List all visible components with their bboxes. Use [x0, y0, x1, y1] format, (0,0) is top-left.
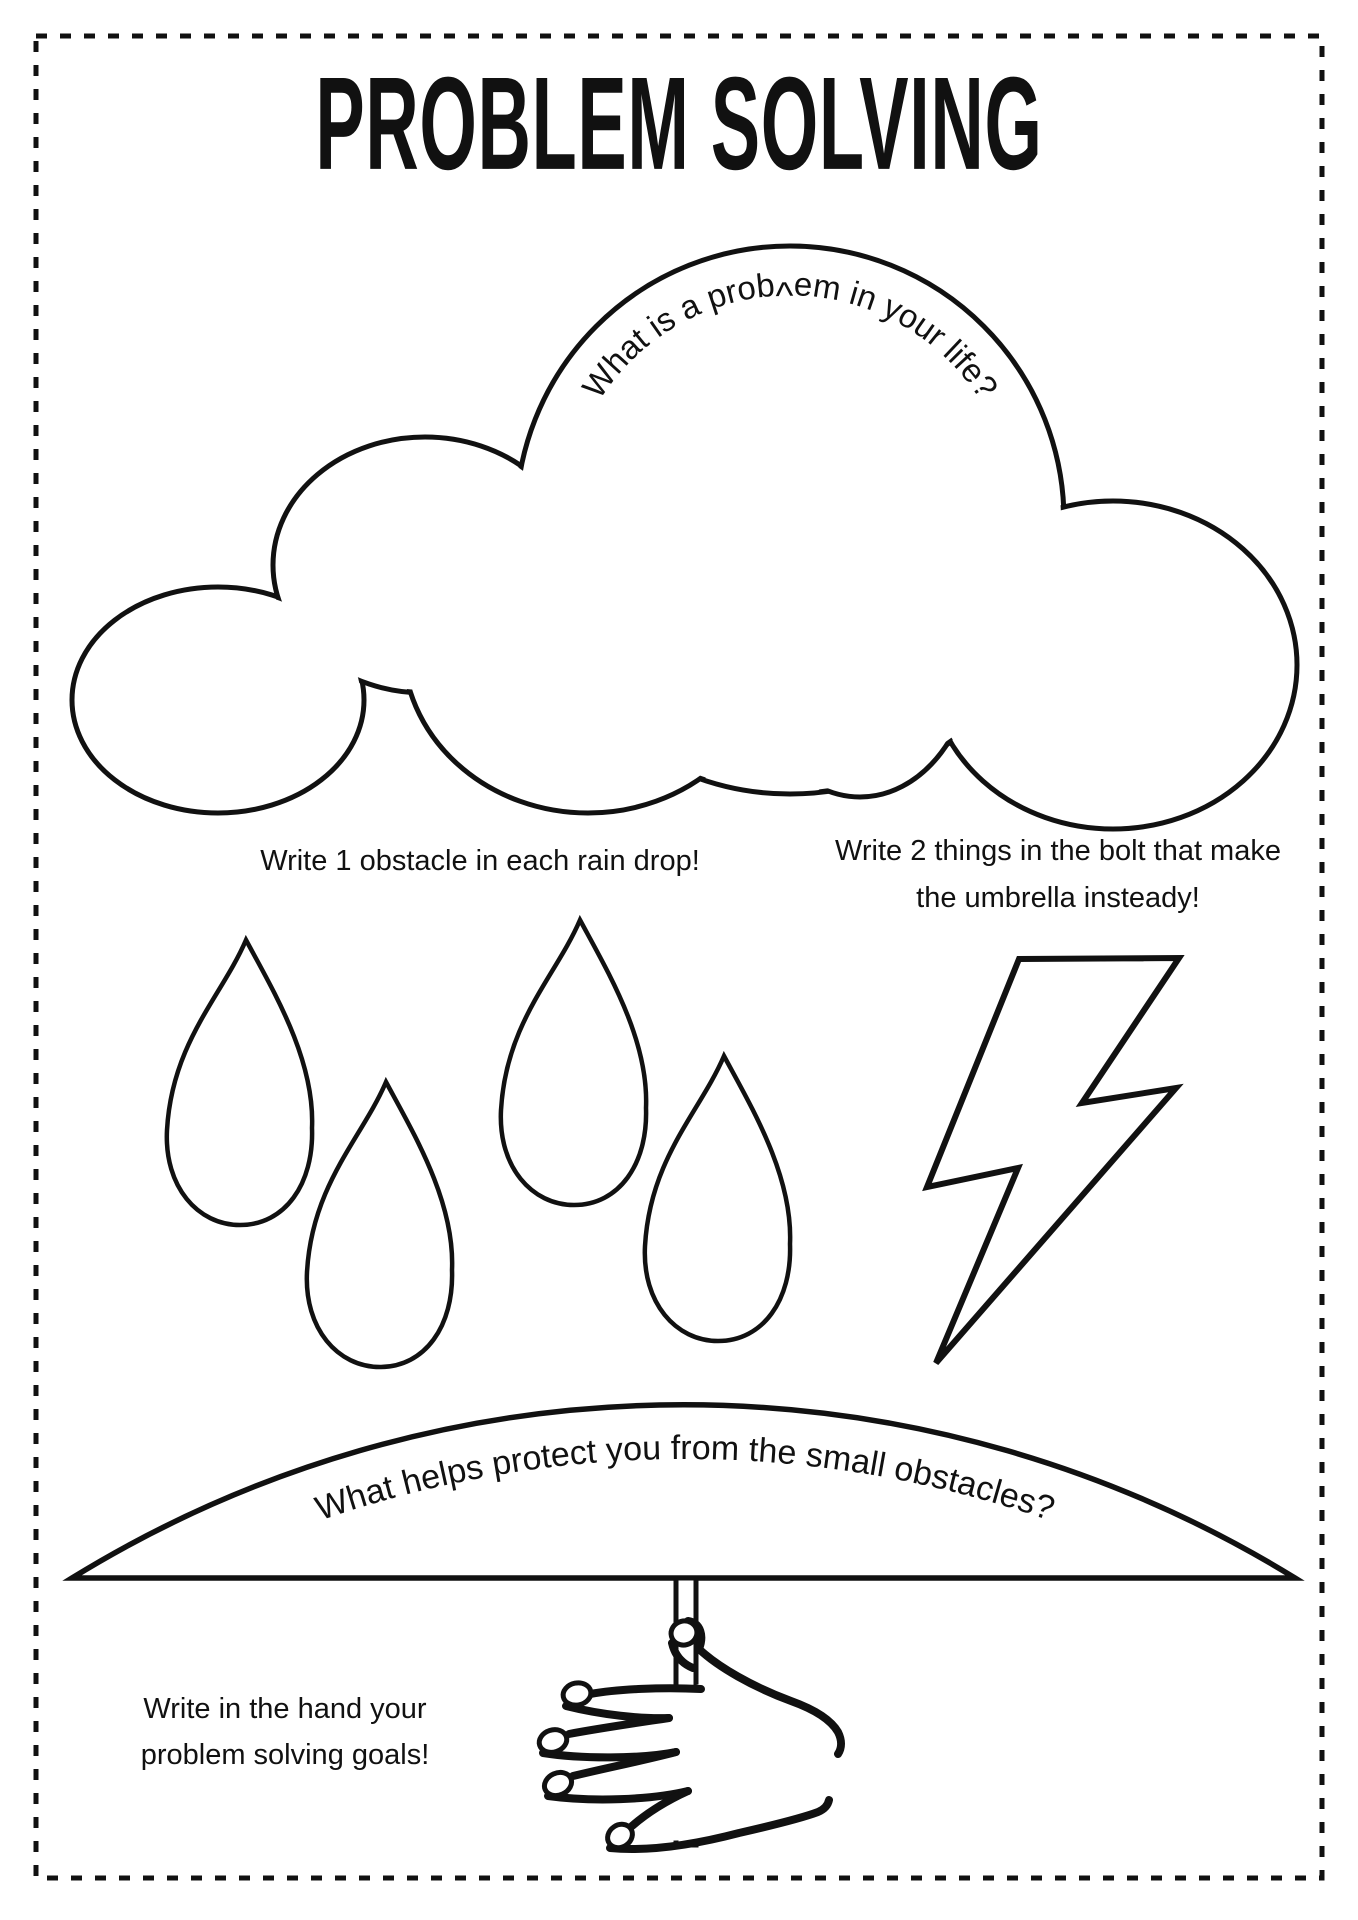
ring-finger-top	[569, 1748, 680, 1780]
hand-instruction: Write in the hand your problem solving g…	[110, 1686, 460, 1778]
thumb-inner-edge	[668, 1639, 697, 1672]
raindrop-2[interactable]	[307, 1082, 452, 1367]
pinky-finger-and-hand-bottom	[606, 1796, 833, 1854]
raindrop-instruction: Write 1 obstacle in each rain drop!	[250, 838, 710, 885]
bolt-instruction-line1: Write 2 things in the bolt that make	[835, 835, 1281, 867]
page-border	[33, 33, 1325, 1881]
hand[interactable]	[536, 1617, 845, 1854]
middle-nail	[536, 1727, 570, 1755]
bolt-instruction-line2: the umbrella insteady!	[916, 882, 1200, 914]
index-nail	[560, 1680, 594, 1708]
index-finger-top	[586, 1684, 705, 1698]
raindrop-1[interactable]	[167, 940, 312, 1225]
umbrella-canopy[interactable]	[62, 1402, 1305, 1581]
cloud-shape[interactable]	[69, 243, 1300, 832]
cloud-prompt-caret-mark: ^	[775, 275, 794, 317]
ring-nail	[541, 1769, 575, 1799]
raindrop-3[interactable]	[501, 920, 646, 1205]
pinky-finger-top	[628, 1787, 692, 1830]
thumb-nail	[668, 1618, 700, 1648]
thumb-outline	[684, 1617, 845, 1758]
bolt-instruction: Write 2 things in the bolt that make the…	[812, 828, 1304, 922]
raindrop-4[interactable]	[645, 1056, 790, 1341]
middle-finger-top	[565, 1714, 673, 1738]
hand-instruction-line2: problem solving goals!	[140, 1739, 430, 1771]
lightning-bolt[interactable]	[922, 954, 1185, 1365]
pinky-nail	[605, 1821, 635, 1851]
raindrop-instruction-line: Write 1 obstacle in each rain drop!	[260, 845, 700, 877]
hand-instruction-line1: Write in the hand your	[143, 1693, 427, 1725]
page-title: PROBLEM SOLVING	[315, 49, 1043, 198]
